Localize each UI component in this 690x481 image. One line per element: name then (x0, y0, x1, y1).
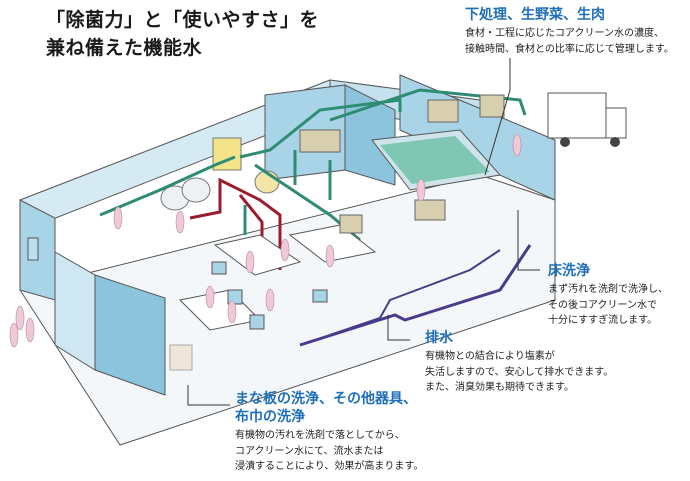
callout-drain-text: 有機物との結合により塩素が 失活しますので、安心して排水できます。 また、消臭効… (425, 349, 613, 396)
water-pipe (239, 98, 402, 159)
callout-boards-line-3: 浸漬することにより、効果が高まります。 (235, 461, 424, 472)
container-bin (211, 261, 227, 275)
container-bin (249, 314, 265, 330)
callout-drain-line-1: 有機物との結合により塩素が (425, 351, 555, 362)
title-line-2: 兼ね備えた機能水 (46, 37, 203, 59)
leader-line-floor (517, 210, 540, 271)
worktable (213, 234, 302, 276)
water-pipe (329, 88, 527, 122)
callout-floor: 床洗浄 まず汚れを洗剤で洗浄し、 その後コアクリーン水で 十分にすすぎ流します。 (548, 262, 668, 329)
page-title: 「除菌力」と「使いやすさ」を 兼ね備えた機能水 (46, 6, 319, 62)
produce-crate (339, 214, 363, 234)
callout-floor-text: まず汚れを洗剤で洗浄し、 その後コアクリーン水で 十分にすすぎ流します。 (548, 282, 668, 329)
produce-crate (414, 199, 446, 221)
door (27, 237, 39, 261)
drain-channel (329, 249, 501, 336)
container-bin (312, 289, 328, 303)
callout-floor-line-1: まず汚れを洗剤で洗浄し、 (548, 284, 668, 295)
truck-wheel (560, 137, 570, 147)
hot-pipe (189, 177, 282, 270)
callout-boards-heading-line-1: まな板の洗浄、その他器具、 (235, 391, 417, 407)
entrance-front (54, 251, 96, 371)
callout-boards-line-1: 有機物の汚れを洗剤で落としてから、 (235, 430, 405, 441)
callout-drain-line-3: また、消臭効果も期待できます。 (425, 382, 574, 393)
leader-line-prep (484, 58, 511, 176)
water-pipe (99, 155, 236, 217)
truck-cab (605, 107, 627, 139)
storage-tank (181, 177, 211, 203)
callout-drain-heading: 排水 (425, 330, 453, 346)
leader-line-boards (187, 385, 230, 406)
callout-drain: 排水 有機物との結合により塩素が 失活しますので、安心して排水できます。 また、… (425, 329, 613, 396)
callout-drain-line-2: 失活しますので、安心して排水できます。 (425, 366, 614, 378)
callout-boards-heading: まな板の洗浄、その他器具、 布巾の洗浄 (235, 390, 423, 426)
washing-tank-water (380, 136, 490, 184)
truck-wheel (610, 137, 620, 147)
drain-channel (299, 244, 532, 347)
callout-prep-line-2: 接触時間、食材との比率に応じて管理します。 (465, 43, 674, 55)
worktable (288, 224, 377, 263)
produce-crate (299, 129, 341, 153)
callout-floor-line-3: 十分にすすぎ流します。 (548, 315, 658, 326)
workers (9, 133, 522, 348)
produce-crate (479, 94, 505, 118)
produce-crate (427, 99, 459, 123)
callout-boards-text: 有機物の汚れを洗剤で落としてから、 コアクリーン水にて、流水または 浸漬すること… (235, 428, 423, 475)
callout-boards-line-2: コアクリーン水にて、流水または (235, 445, 384, 457)
callout-prep-line-1: 食材・工程に応じたコアクリーン水の濃度、 (465, 28, 664, 39)
callout-boards: まな板の洗浄、その他器具、 布巾の洗浄 有機物の汚れを洗剤で落としてから、 コア… (235, 390, 423, 475)
callout-boards-heading-line-2: 布巾の洗浄 (235, 409, 305, 425)
callout-prep: 下処理、生野菜、生肉 食材・工程に応じたコアクリーン水の濃度、 接触時間、食材と… (465, 6, 674, 57)
callout-floor-line-2: その後コアクリーン水で (548, 299, 657, 311)
callout-floor-heading: 床洗浄 (548, 263, 590, 279)
title-line-1: 「除菌力」と「使いやすさ」を (46, 9, 320, 31)
truck-body (547, 92, 607, 139)
callout-prep-heading: 下処理、生野菜、生肉 (465, 7, 605, 23)
callout-prep-text: 食材・工程に応じたコアクリーン水の濃度、 接触時間、食材との比率に応じて管理しま… (465, 26, 674, 57)
cutting-boards-stack (169, 344, 193, 371)
leader-line-drain (387, 315, 410, 341)
